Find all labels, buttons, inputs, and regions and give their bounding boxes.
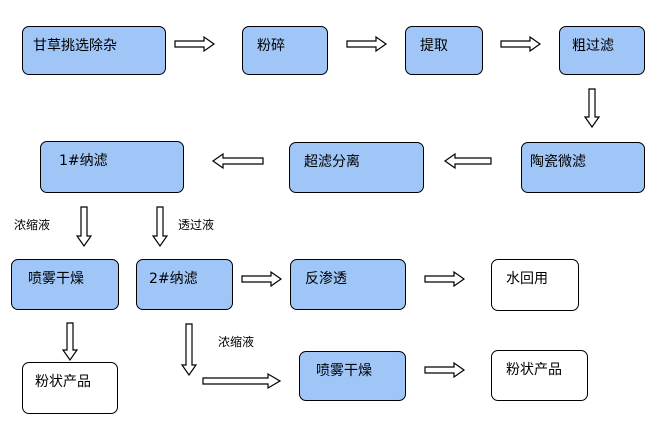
arrow-down-icon <box>180 323 198 377</box>
arrow-right-icon <box>174 35 216 53</box>
node-label: 甘草挑选除杂 <box>33 38 117 54</box>
node-label: 粗过滤 <box>572 38 614 54</box>
arrow-left-icon <box>211 152 264 170</box>
node-label: 喷雾干燥 <box>28 271 84 287</box>
arrow-right-icon <box>202 372 282 390</box>
node-label: 粉状产品 <box>35 374 91 390</box>
node-coarse-filtration: 粗过滤 <box>559 26 645 75</box>
node-ceramic-microfiltration: 陶瓷微滤 <box>521 142 645 193</box>
node-label: 反渗透 <box>305 271 347 287</box>
node-extraction: 提取 <box>405 26 483 75</box>
node-label: 陶瓷微滤 <box>530 154 586 170</box>
node-label: 喷雾干燥 <box>316 363 372 379</box>
node-nanofiltration-2: 2#纳滤 <box>136 259 233 310</box>
node-label: 1#纳滤 <box>59 153 108 169</box>
arrow-right-icon <box>424 361 466 379</box>
arrow-right-icon <box>346 35 388 53</box>
label-concentrate-1: 浓缩液 <box>14 218 51 232</box>
node-label: 提取 <box>420 38 448 54</box>
node-powder-product-1: 粉状产品 <box>22 362 118 414</box>
node-label: 粉碎 <box>257 38 285 54</box>
node-label: 粉状产品 <box>506 362 562 378</box>
node-powder-product-2: 粉状产品 <box>491 350 588 401</box>
node-label: 超滤分离 <box>304 154 360 170</box>
node-nanofiltration-1: 1#纳滤 <box>40 141 184 193</box>
node-water-reuse: 水回用 <box>491 259 579 311</box>
label-concentrate-2: 浓缩液 <box>218 335 255 349</box>
node-ultrafiltration: 超滤分离 <box>289 142 424 193</box>
arrow-down-icon <box>583 88 601 129</box>
node-crushing: 粉碎 <box>242 26 328 75</box>
node-spray-drying-1: 喷雾干燥 <box>11 259 119 310</box>
arrow-down-icon <box>61 322 79 362</box>
node-label: 水回用 <box>506 271 548 287</box>
arrow-down-icon <box>75 206 93 248</box>
node-spray-drying-2: 喷雾干燥 <box>299 351 406 401</box>
node-licorice-sorting: 甘草挑选除杂 <box>22 26 166 75</box>
node-reverse-osmosis: 反渗透 <box>290 259 406 310</box>
arrow-left-icon <box>443 152 492 170</box>
label-permeate-1: 透过液 <box>178 218 215 232</box>
arrow-right-icon <box>500 35 542 53</box>
arrow-right-icon <box>241 270 283 288</box>
node-label: 2#纳滤 <box>149 271 198 287</box>
arrow-down-icon <box>151 206 169 248</box>
arrow-right-icon <box>424 270 466 288</box>
